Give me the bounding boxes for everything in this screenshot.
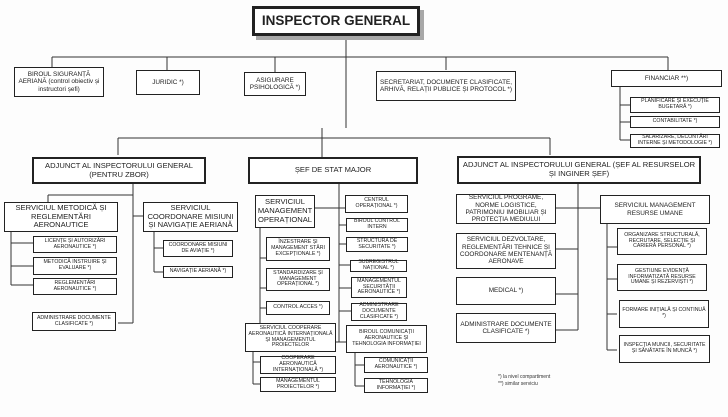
reglementari-box: REGLEMENTĂRI AERONAUTICE *): [33, 278, 117, 295]
legend-note-2: **) similar serviciu: [498, 381, 538, 387]
medical-box: MEDICAL *): [456, 277, 556, 305]
secretariat-box: SECRETARIAT, DOCUMENTE CLASIFICATE, ARHI…: [376, 71, 516, 101]
siguranta-aeriana-box: BIROUL SIGURANȚĂ AERIANĂ (control obiect…: [14, 67, 104, 97]
comunicatii-aeronautice-box: COMUNICAȚII AERONAUTICE *): [364, 357, 428, 373]
sef-stat-major-box: ȘEF DE STAT MAJOR: [248, 157, 418, 184]
control-intern-box: BIROUL CONTROL INTERN: [346, 218, 408, 232]
juridic-box: JURIDIC *): [136, 70, 200, 95]
organizare-structurala-box: ORGANIZARE STRUCTURALĂ, RECRUTARE, SELEC…: [617, 228, 707, 255]
coordonare-misiuni-box: COORDONARE MISIUNI DE AVIAȚIE *): [163, 240, 233, 257]
zbor-admin-docs-box: ADMINISTRARE DOCUMENTE CLASIFICATE *): [32, 312, 116, 331]
structura-securitate-box: STRUCTURA DE SECURITATE *): [346, 237, 408, 252]
sm-admin-docs-box: ADMINISTRARE DOCUMENTE CLASIFICATE *): [351, 302, 407, 321]
asigurare-psihologica-box: ASIGURARE PSIHOLOGICĂ *): [244, 72, 306, 96]
control-acces-box: CONTROL ACCES *): [266, 301, 330, 315]
inspectia-muncii-box: INSPECȚIA MUNCII, SECURITATE ȘI SĂNĂTATE…: [619, 335, 710, 363]
serviciul-management-operational-box: SERVICIUL MANAGEMENT OPERAȚIONAL: [255, 195, 315, 228]
inspector-general-box: INSPECTOR GENERAL: [252, 6, 420, 36]
fin-bugetara-box: PLANIFICARE ȘI EXECUȚIE BUGETARĂ *): [630, 97, 720, 113]
subregistrul-box: SUBREGISTRUL NAȚIONAL *): [350, 259, 407, 272]
cooperare-internationala-box: COOPERARE AERONAUTICĂ INTERNAȚIONALĂ *): [260, 355, 336, 374]
serviciul-dezvoltare-box: SERVICIUL DEZVOLTARE, REGLEMENTĂRI TEHNI…: [456, 233, 556, 269]
navigatie-aeriana-box: NAVIGAȚIE AERIANĂ *): [163, 266, 233, 278]
inzestrare-box: ÎNZESTRARE ȘI MANAGEMENT STĂRI EXCEPȚION…: [266, 237, 330, 261]
legend-note-1: *) la nivel compartiment: [498, 374, 551, 380]
licente-box: LICENȚE ȘI AUTORIZĂRI AERONAUTICE *): [33, 236, 117, 253]
management-securitate-box: MANAGEMENTUL SECURITĂȚII AERONAUTICE *): [351, 277, 407, 298]
serviciul-resurse-umane-box: SERVICIUL MANAGEMENT RESURSE UMANE: [600, 195, 710, 224]
gestiune-evidenta-box: GESTIUNE EVIDENȚĂ INFORMATIZATĂ RESURSE …: [617, 264, 707, 291]
fin-salarizare-box: SALARIZARE, DECONTĂRI INTERNE ȘI METODOL…: [630, 134, 720, 148]
metodica-instruire-box: METODICĂ INSTRUIRE ȘI EVALUARE *): [33, 257, 117, 275]
serviciul-metodica-box: SERVICIUL METODICĂ ȘI REGLEMENTĂRI AERON…: [4, 202, 118, 232]
financiar-box: FINANCIAR **): [611, 70, 722, 87]
centrul-operational-box: CENTRUL OPERAȚIONAL *): [345, 195, 408, 213]
adjunct-zbor-box: ADJUNCT AL INSPECTORULUI GENERAL (PENTRU…: [32, 157, 206, 184]
tehnologia-informatiei-box: TEHNOLOGIA INFORMAȚIEI *): [364, 378, 428, 393]
standardizare-box: STANDARDIZARE ȘI MANAGEMENT OPERAȚIONAL …: [266, 268, 330, 291]
resurse-admin-docs-box: ADMINISTRARE DOCUMENTE CLASIFICATE *): [456, 313, 556, 343]
serviciul-cooperare-box: SERVICIUL COOPERARE AERONAUTICĂ INTERNAȚ…: [245, 323, 336, 352]
biroul-comunicatii-box: BIROUL COMUNICAȚII AERONAUTICE ȘI TEHNOL…: [346, 325, 427, 353]
managementul-proiectelor-box: MANAGEMENTUL PROIECTELOR *): [260, 377, 336, 392]
formare-initiala-box: FORMARE INIȚIALĂ ȘI CONTINUĂ *): [619, 300, 709, 328]
serviciul-coordonare-box: SERVICIUL COORDONARE MISIUNI ȘI NAVIGAȚI…: [143, 202, 238, 232]
fin-contabilitate-box: CONTABILITATE *): [630, 116, 720, 128]
adjunct-resurse-box: ADJUNCT AL INSPECTORULUI GENERAL (ȘEF AL…: [457, 156, 701, 184]
serviciul-programe-box: SERVICIUL PROGRAME, NORME LOGISTICE, PAT…: [456, 194, 556, 224]
